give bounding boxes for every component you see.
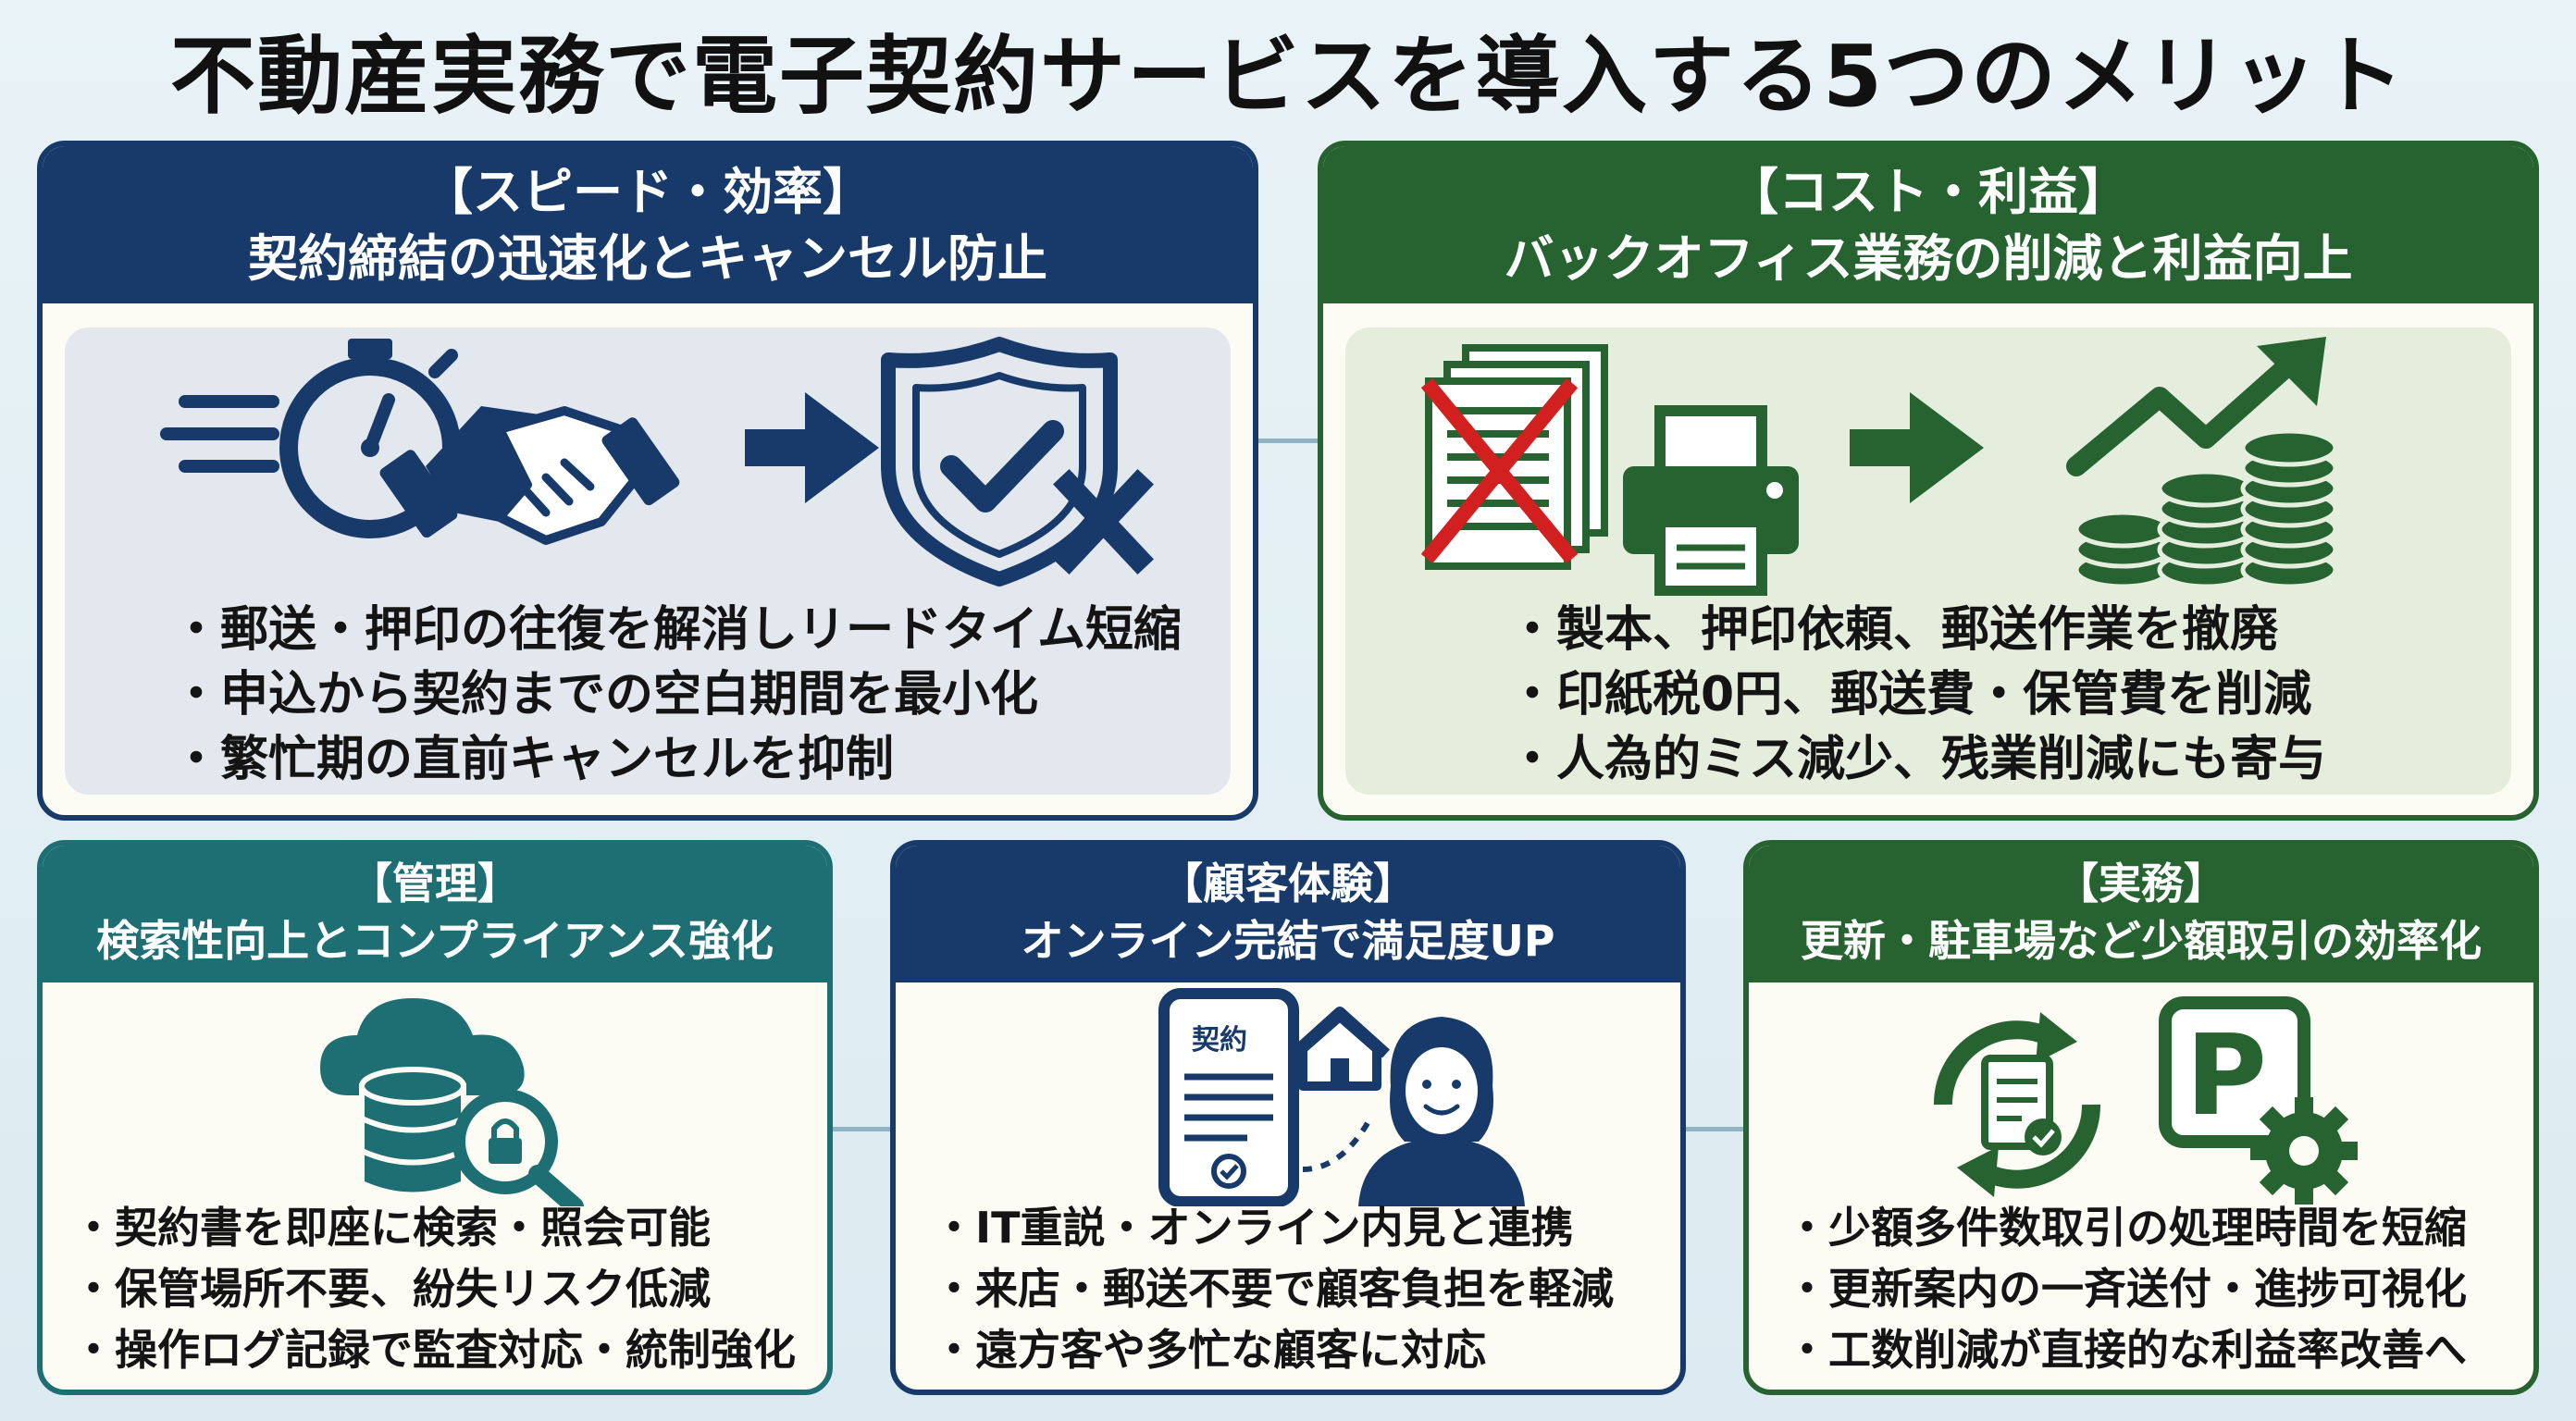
card-tag: 【実務】 — [2056, 859, 2226, 908]
bullet-item: 郵送・押印の往復を解消しリードタイム短縮 — [172, 598, 1182, 662]
card-tag: 【管理】 — [350, 859, 520, 908]
card-customer-experience: 【顧客体験】 オンライン完結で満足度UP 契約 — [890, 840, 1686, 1395]
icon-row — [1345, 327, 2511, 596]
rising-trend-icon — [2066, 337, 2326, 476]
arrow-right-icon — [745, 392, 879, 503]
crossed-documents-icon — [1420, 344, 1608, 570]
card-operations: 【実務】 更新・駐車場など少額取引の効率化 P — [1743, 840, 2539, 1395]
connector-line-bottom-right — [1675, 1127, 1758, 1131]
bullet-item: 操作ログ記録で監査対応・統制強化 — [72, 1319, 796, 1380]
bullet-item: 保管場所不要、紛失リスク低減 — [72, 1258, 796, 1319]
bullet-item: 印紙税0円、郵送費・保管費を削減 — [1508, 662, 2326, 727]
page-title: 不動産実務で電子契約サービスを導入する5つのメリット — [169, 27, 2406, 126]
parking-gear-icon: P — [2159, 996, 2358, 1205]
bullet-item: 来店・郵送不要で顧客負担を軽減 — [933, 1258, 1614, 1319]
bullet-list: IT重説・オンライン内見と連携 来店・郵送不要で顧客負担を軽減 遠方客や多忙な顧… — [933, 1197, 1614, 1380]
stopwatch-icon — [160, 339, 461, 538]
bullet-list: 製本、押印依頼、郵送作業を撤廃 印紙税0円、郵送費・保管費を削減 人為的ミス減少… — [1508, 598, 2326, 792]
card-header: 【顧客体験】 オンライン完結で満足度UP — [896, 846, 1680, 982]
card-cost-profit: 【コスト・利益】 バックオフィス業務の削減と利益向上 — [1318, 141, 2539, 821]
shield-check-icon — [881, 337, 1118, 587]
card-header: 【コスト・利益】 バックオフィス業務の削減と利益向上 — [1323, 146, 2533, 303]
card-speed-efficiency: 【スピード・効率】 契約締結の迅速化とキャンセル防止 — [37, 141, 1258, 821]
bullet-item: 人為的ミス減少、残業削減にも寄与 — [1508, 727, 2326, 792]
bullet-item: 遠方客や多忙な顧客に対応 — [933, 1319, 1614, 1380]
card-subtitle: 契約締結の迅速化とキャンセル防止 — [248, 229, 1047, 288]
document-cycle-icon — [1933, 1012, 2101, 1197]
coin-stack-icon — [2074, 428, 2338, 589]
connector-line-top — [1240, 439, 1323, 443]
x-mark-icon — [1053, 469, 1154, 575]
icon-row — [43, 984, 827, 1206]
connector-line-bottom-left — [814, 1127, 898, 1131]
icon-row: P — [1749, 984, 2533, 1206]
card-management: 【管理】 検索性向上とコンプライアンス強化 契約書を即座に検索・照会可能 保管場… — [37, 840, 833, 1395]
customer-avatar-icon — [1358, 1017, 1525, 1206]
smartphone-contract-icon: 契約 — [1158, 988, 1299, 1206]
printer-icon — [1623, 405, 1799, 596]
handshake-icon — [379, 406, 680, 545]
bullet-item: 契約書を即座に検索・照会可能 — [72, 1197, 796, 1258]
card-tag: 【顧客体験】 — [1160, 859, 1416, 908]
card-subtitle: 検索性向上とコンプライアンス強化 — [96, 916, 774, 966]
card-header: 【スピード・効率】 契約締結の迅速化とキャンセル防止 — [43, 146, 1253, 303]
bullet-item: 少額多件数取引の処理時間を短縮 — [1786, 1197, 2467, 1258]
svg-text:契約: 契約 — [1192, 1024, 1247, 1056]
bullet-item: 更新案内の一斉送付・進捗可視化 — [1786, 1258, 2467, 1319]
card-header: 【実務】 更新・駐車場など少額取引の効率化 — [1749, 846, 2533, 982]
card-subtitle: オンライン完結で満足度UP — [1021, 916, 1555, 966]
card-tag: 【コスト・利益】 — [1728, 163, 2128, 221]
bullet-list: 契約書を即座に検索・照会可能 保管場所不要、紛失リスク低減 操作ログ記録で監査対… — [72, 1197, 796, 1380]
bullet-item: 製本、押印依頼、郵送作業を撤廃 — [1508, 598, 2326, 662]
bullet-item: 申込から契約までの空白期間を最小化 — [172, 662, 1182, 727]
svg-text:P: P — [2186, 1012, 2267, 1141]
card-tag: 【スピード・効率】 — [423, 163, 873, 221]
house-icon — [1289, 1007, 1391, 1172]
card-header: 【管理】 検索性向上とコンプライアンス強化 — [43, 846, 827, 982]
bullet-item: 工数削減が直接的な利益率改善へ — [1786, 1319, 2467, 1380]
card-subtitle: バックオフィス業務の削減と利益向上 — [1504, 229, 2353, 288]
bullet-item: 繁忙期の直前キャンセルを抑制 — [172, 727, 1182, 792]
icon-row — [65, 327, 1231, 596]
bullet-list: 少額多件数取引の処理時間を短縮 更新案内の一斉送付・進捗可視化 工数削減が直接的… — [1786, 1197, 2467, 1380]
bullet-item: IT重説・オンライン内見と連携 — [933, 1197, 1614, 1258]
icon-row: 契約 — [896, 984, 1680, 1206]
cloud-database-lock-search-icon — [320, 998, 584, 1206]
arrow-right-icon — [1850, 392, 1984, 503]
card-subtitle: 更新・駐車場など少額取引の効率化 — [1801, 916, 2482, 966]
bullet-list: 郵送・押印の往復を解消しリードタイム短縮 申込から契約までの空白期間を最小化 繁… — [172, 598, 1182, 792]
